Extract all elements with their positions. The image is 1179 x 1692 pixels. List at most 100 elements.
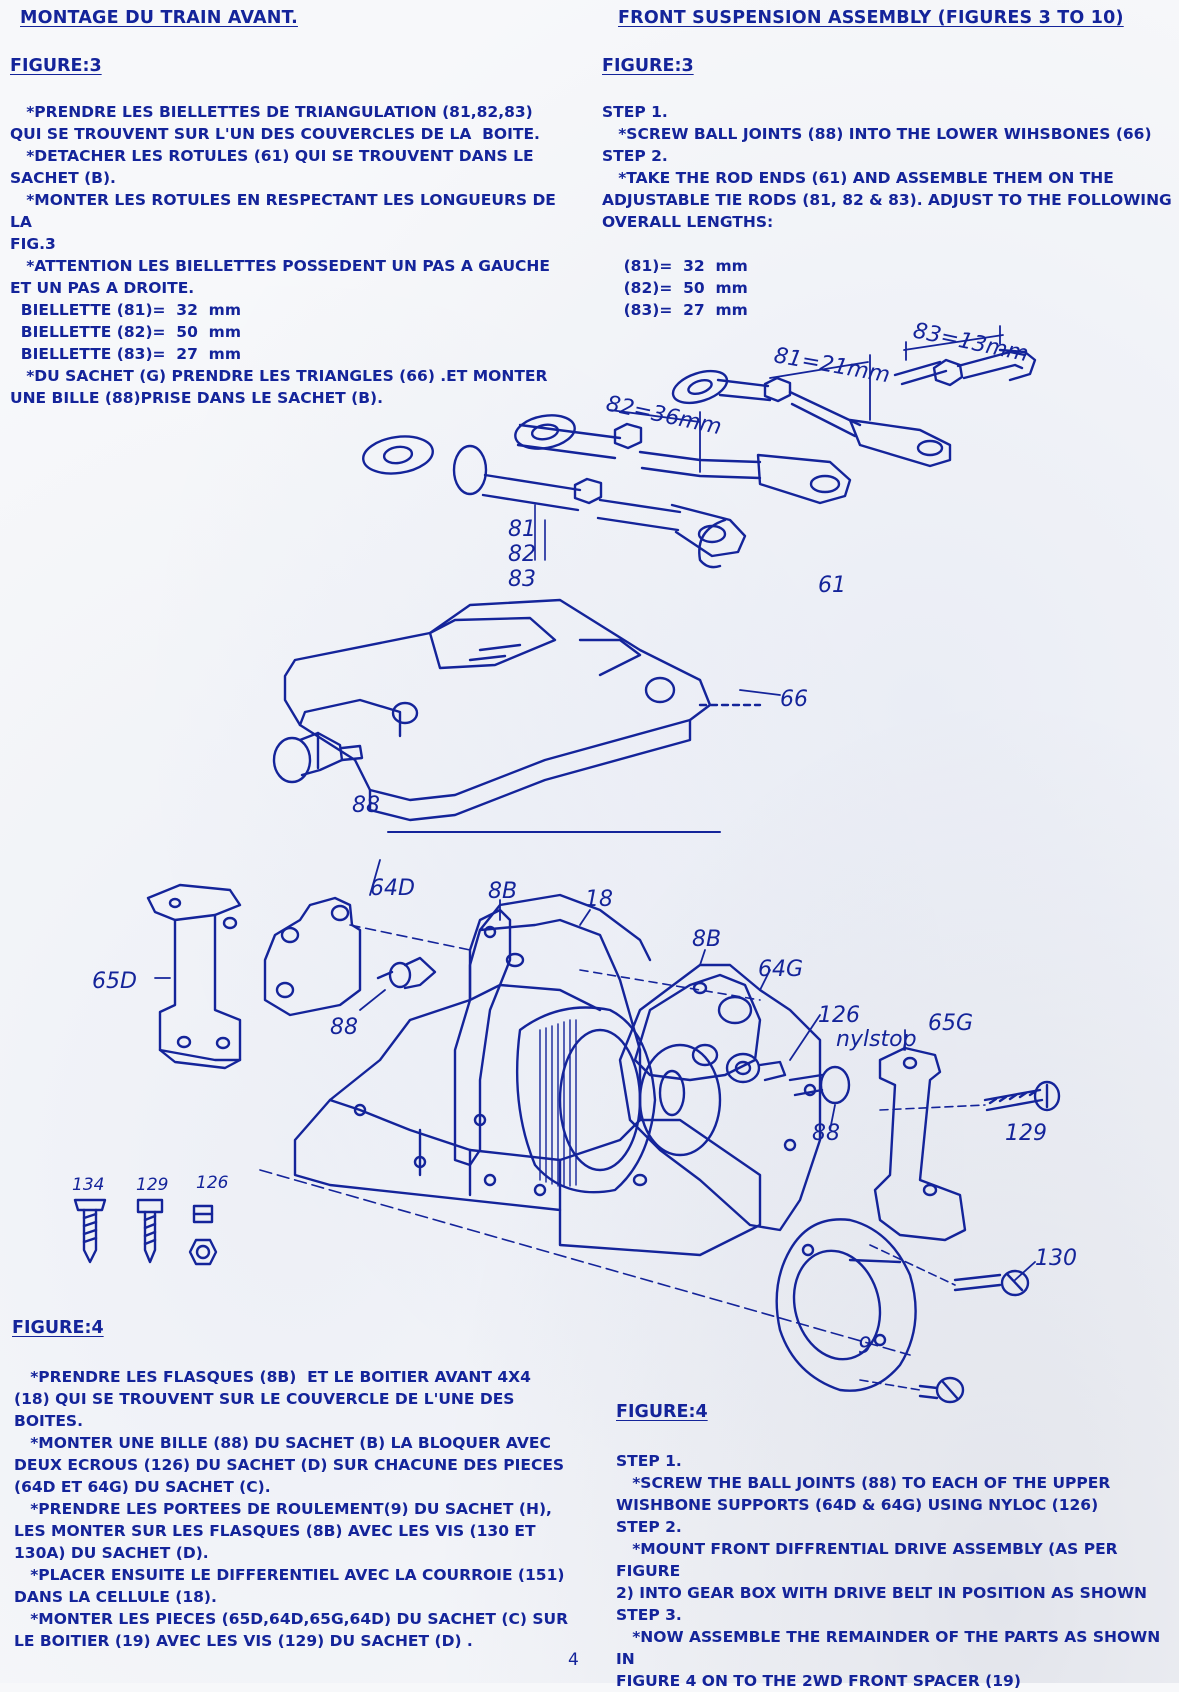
instruction-line: STEP 3. bbox=[616, 1606, 682, 1624]
instruction-line: *MONTER LES PIECES (65D,64D,65G,64D) DU … bbox=[14, 1610, 569, 1628]
instruction-line: BIELLETTE (82)= 50 mm bbox=[10, 323, 241, 341]
hardware-nut-126 bbox=[188, 1204, 218, 1266]
instruction-line: (82)= 50 mm bbox=[602, 279, 748, 297]
right-figure4-text: STEP 1. *SCREW THE BALL JOINTS (88) TO E… bbox=[616, 1428, 1176, 1692]
instruction-line: ET UN PAS A DROITE. bbox=[10, 279, 195, 297]
instruction-line: (83)= 27 mm bbox=[602, 301, 748, 319]
instruction-line: SACHET (B). bbox=[10, 169, 116, 187]
hub-carrier-65d bbox=[146, 883, 242, 1070]
instruction-line: BOITES. bbox=[14, 1412, 83, 1430]
instruction-line: DEUX ECROUS (126) DU SACHET (D) SUR CHAC… bbox=[14, 1456, 565, 1474]
instruction-line: *PRENDRE LES BIELLETTES DE TRIANGULATION… bbox=[10, 103, 533, 121]
part-label-81: 81 bbox=[508, 517, 536, 542]
instruction-line: *PRENDRE LES PORTEES DE ROULEMENT(9) DU … bbox=[14, 1500, 552, 1518]
hub-carrier-65g bbox=[873, 1046, 967, 1242]
bearing-carrier-9 bbox=[775, 1218, 917, 1392]
screw-130 bbox=[869, 1244, 1030, 1297]
part-label-129: 129 bbox=[1005, 1121, 1047, 1146]
instruction-line: *TAKE THE ROD ENDS (61) AND ASSEMBLE THE… bbox=[602, 169, 1114, 187]
instruction-line: (64D ET 64G) DU SACHET (C). bbox=[14, 1478, 271, 1496]
part-label-8b-right: 8B bbox=[692, 927, 721, 952]
tie-rod-lower bbox=[362, 435, 747, 569]
instruction-line: QUI SE TROUVENT SUR L'UN DES COUVERCLES … bbox=[10, 125, 540, 143]
part-label-64d: 64D bbox=[370, 876, 415, 901]
instruction-line: UNE BILLE (88)PRISE DANS LE SACHET (B). bbox=[10, 389, 383, 407]
gearbox-housing-18 bbox=[293, 893, 762, 1257]
part-label-nylstop: nylstop bbox=[836, 1027, 917, 1052]
dim-label-83: 83=13mm bbox=[911, 318, 1031, 367]
instruction-line: *SCREW BALL JOINTS (88) INTO THE LOWER W… bbox=[602, 125, 1152, 143]
right-heading: FRONT SUSPENSION ASSEMBLY (FIGURES 3 TO … bbox=[618, 8, 1124, 28]
dim-label-81: 81=21mm bbox=[772, 343, 892, 388]
part-label-61: 61 bbox=[818, 573, 846, 598]
wishbone-support-64d bbox=[263, 896, 471, 1017]
right-figure3-label: FIGURE:3 bbox=[602, 56, 694, 76]
part-label-65d: 65D bbox=[92, 969, 137, 994]
screw-129 bbox=[879, 1080, 1061, 1112]
part-label-18: 18 bbox=[585, 887, 613, 912]
tie-rod-83 bbox=[893, 348, 1037, 387]
instruction-line: (18) QUI SE TROUVENT SUR LE COUVERCLE DE… bbox=[14, 1390, 515, 1408]
instruction-line: STEP 2. bbox=[616, 1518, 682, 1536]
left-figure4-text: *PRENDRE LES FLASQUES (8B) ET LE BOITIER… bbox=[14, 1344, 574, 1652]
instruction-line: *PLACER ENSUITE LE DIFFERENTIEL AVEC LA … bbox=[14, 1566, 565, 1584]
right-figure4-label: FIGURE:4 bbox=[616, 1402, 708, 1422]
hardware-label-134: 134 bbox=[72, 1175, 104, 1195]
instruction-line: *SCREW THE BALL JOINTS (88) TO EACH OF T… bbox=[616, 1474, 1111, 1492]
instruction-line: 130A) DU SACHET (D). bbox=[14, 1544, 209, 1562]
part-label-83: 83 bbox=[508, 567, 536, 592]
instruction-line: *DU SACHET (G) PRENDRE LES TRIANGLES (66… bbox=[10, 367, 548, 385]
instruction-line: *DETACHER LES ROTULES (61) QUI SE TROUVE… bbox=[10, 147, 534, 165]
ball-joint-88-b bbox=[376, 956, 437, 990]
ball-joint-88-a bbox=[272, 731, 364, 784]
part-label-126: 126 bbox=[818, 1003, 860, 1028]
instruction-line: DANS LA CELLULE (18). bbox=[14, 1588, 217, 1606]
right-figure3-text: STEP 1. *SCREW BALL JOINTS (88) INTO THE… bbox=[602, 101, 1177, 321]
wishbone-support-64g bbox=[633, 973, 762, 1082]
part-label-66: 66 bbox=[780, 687, 808, 712]
instruction-line: STEP 2. bbox=[602, 147, 668, 165]
instruction-line: *MONTER UNE BILLE (88) DU SACHET (B) LA … bbox=[14, 1434, 551, 1452]
hardware-label-126: 126 bbox=[196, 1173, 229, 1193]
screw-lower bbox=[859, 1376, 965, 1404]
instruction-line: *PRENDRE LES FLASQUES (8B) ET LE BOITIER… bbox=[14, 1368, 531, 1386]
part-label-82: 82 bbox=[508, 542, 536, 567]
instruction-line: FIG.3 bbox=[10, 235, 56, 253]
instruction-line: *MOUNT FRONT DIFFRENTIAL DRIVE ASSEMBLY … bbox=[616, 1540, 1124, 1580]
instruction-line: 2) INTO GEAR BOX WITH DRIVE BELT IN POSI… bbox=[616, 1584, 1148, 1602]
part-label-88-a: 88 bbox=[352, 793, 380, 818]
tie-rod-81 bbox=[671, 369, 952, 468]
instruction-line: ADJUSTABLE TIE RODS (81, 82 & 83). ADJUS… bbox=[602, 191, 1172, 209]
instruction-line: *NOW ASSEMBLE THE REMAINDER OF THE PARTS… bbox=[616, 1628, 1166, 1668]
instruction-line: LES MONTER SUR LES FLASQUES (8B) AVEC LE… bbox=[14, 1522, 536, 1540]
hardware-label-129: 129 bbox=[136, 1175, 168, 1195]
hardware-screw-129 bbox=[136, 1198, 164, 1264]
instruction-line: *MONTER LES ROTULES EN RESPECTANT LES LO… bbox=[10, 191, 562, 231]
hardware-screw-134 bbox=[73, 1198, 107, 1264]
left-figure3-text: *PRENDRE LES BIELLETTES DE TRIANGULATION… bbox=[10, 101, 570, 409]
instruction-line: STEP 1. bbox=[616, 1452, 682, 1470]
nylstop-nut-126 bbox=[725, 1052, 787, 1084]
part-label-65g: 65G bbox=[928, 1011, 973, 1036]
part-label-130: 130 bbox=[1035, 1246, 1077, 1271]
left-figure4-label: FIGURE:4 bbox=[12, 1318, 104, 1338]
part-label-8b-left: 8B bbox=[488, 879, 517, 904]
instruction-line: BIELLETTE (83)= 27 mm bbox=[10, 345, 241, 363]
part-label-88-c: 88 bbox=[812, 1121, 840, 1146]
part-label-88-b: 88 bbox=[330, 1015, 358, 1040]
instruction-line: STEP 1. bbox=[602, 103, 668, 121]
left-heading: MONTAGE DU TRAIN AVANT. bbox=[20, 8, 298, 28]
part-label-9: 9 bbox=[858, 1334, 872, 1359]
instruction-line: BIELLETTE (81)= 32 mm bbox=[10, 301, 241, 319]
page-number: 4 bbox=[568, 1650, 579, 1670]
ball-joint-88-c bbox=[788, 1065, 851, 1105]
part-label-64g: 64G bbox=[758, 957, 803, 982]
instruction-line: WISHBONE SUPPORTS (64D & 64G) USING NYLO… bbox=[616, 1496, 1099, 1514]
instruction-line: LE BOITIER (19) AVEC LES VIS (129) DU SA… bbox=[14, 1632, 473, 1650]
instruction-line: *ATTENTION LES BIELLETTES POSSEDENT UN P… bbox=[10, 257, 550, 275]
instruction-line: OVERALL LENGTHS: bbox=[602, 213, 774, 231]
instruction-line: (81)= 32 mm bbox=[602, 257, 748, 275]
left-figure3-label: FIGURE:3 bbox=[10, 56, 102, 76]
